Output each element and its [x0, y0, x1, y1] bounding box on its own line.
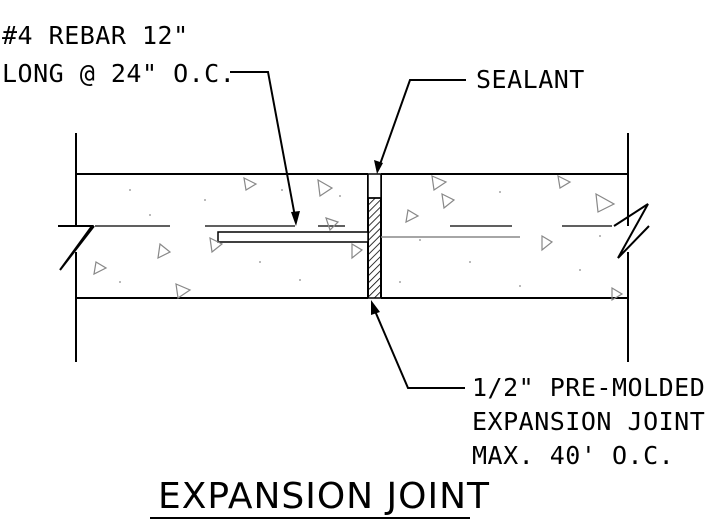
- joint-filler: [367, 197, 382, 299]
- joint-label-line1: 1/2" PRE-MOLDED: [472, 373, 705, 402]
- rebar: [217, 231, 520, 243]
- sealant: [367, 173, 382, 199]
- break-line-right: [613, 203, 650, 259]
- rebar-label-line1: #4 REBAR 12": [2, 21, 189, 50]
- concrete-specks: [119, 189, 601, 287]
- leader-rebar: [230, 71, 300, 226]
- concrete-aggregate: [93, 174, 624, 302]
- joint-label-line3: MAX. 40' O.C.: [472, 441, 674, 470]
- rebar-label-line2: LONG @ 24" O.C.: [2, 59, 235, 88]
- drawing-title: EXPANSION JOINT: [158, 476, 490, 517]
- joint-label-line2: EXPANSION JOINT: [472, 407, 705, 436]
- sealant-label: SEALANT: [476, 65, 585, 94]
- break-line-left: [58, 225, 95, 271]
- leader-joint: [371, 300, 465, 389]
- leader-sealant: [374, 79, 466, 174]
